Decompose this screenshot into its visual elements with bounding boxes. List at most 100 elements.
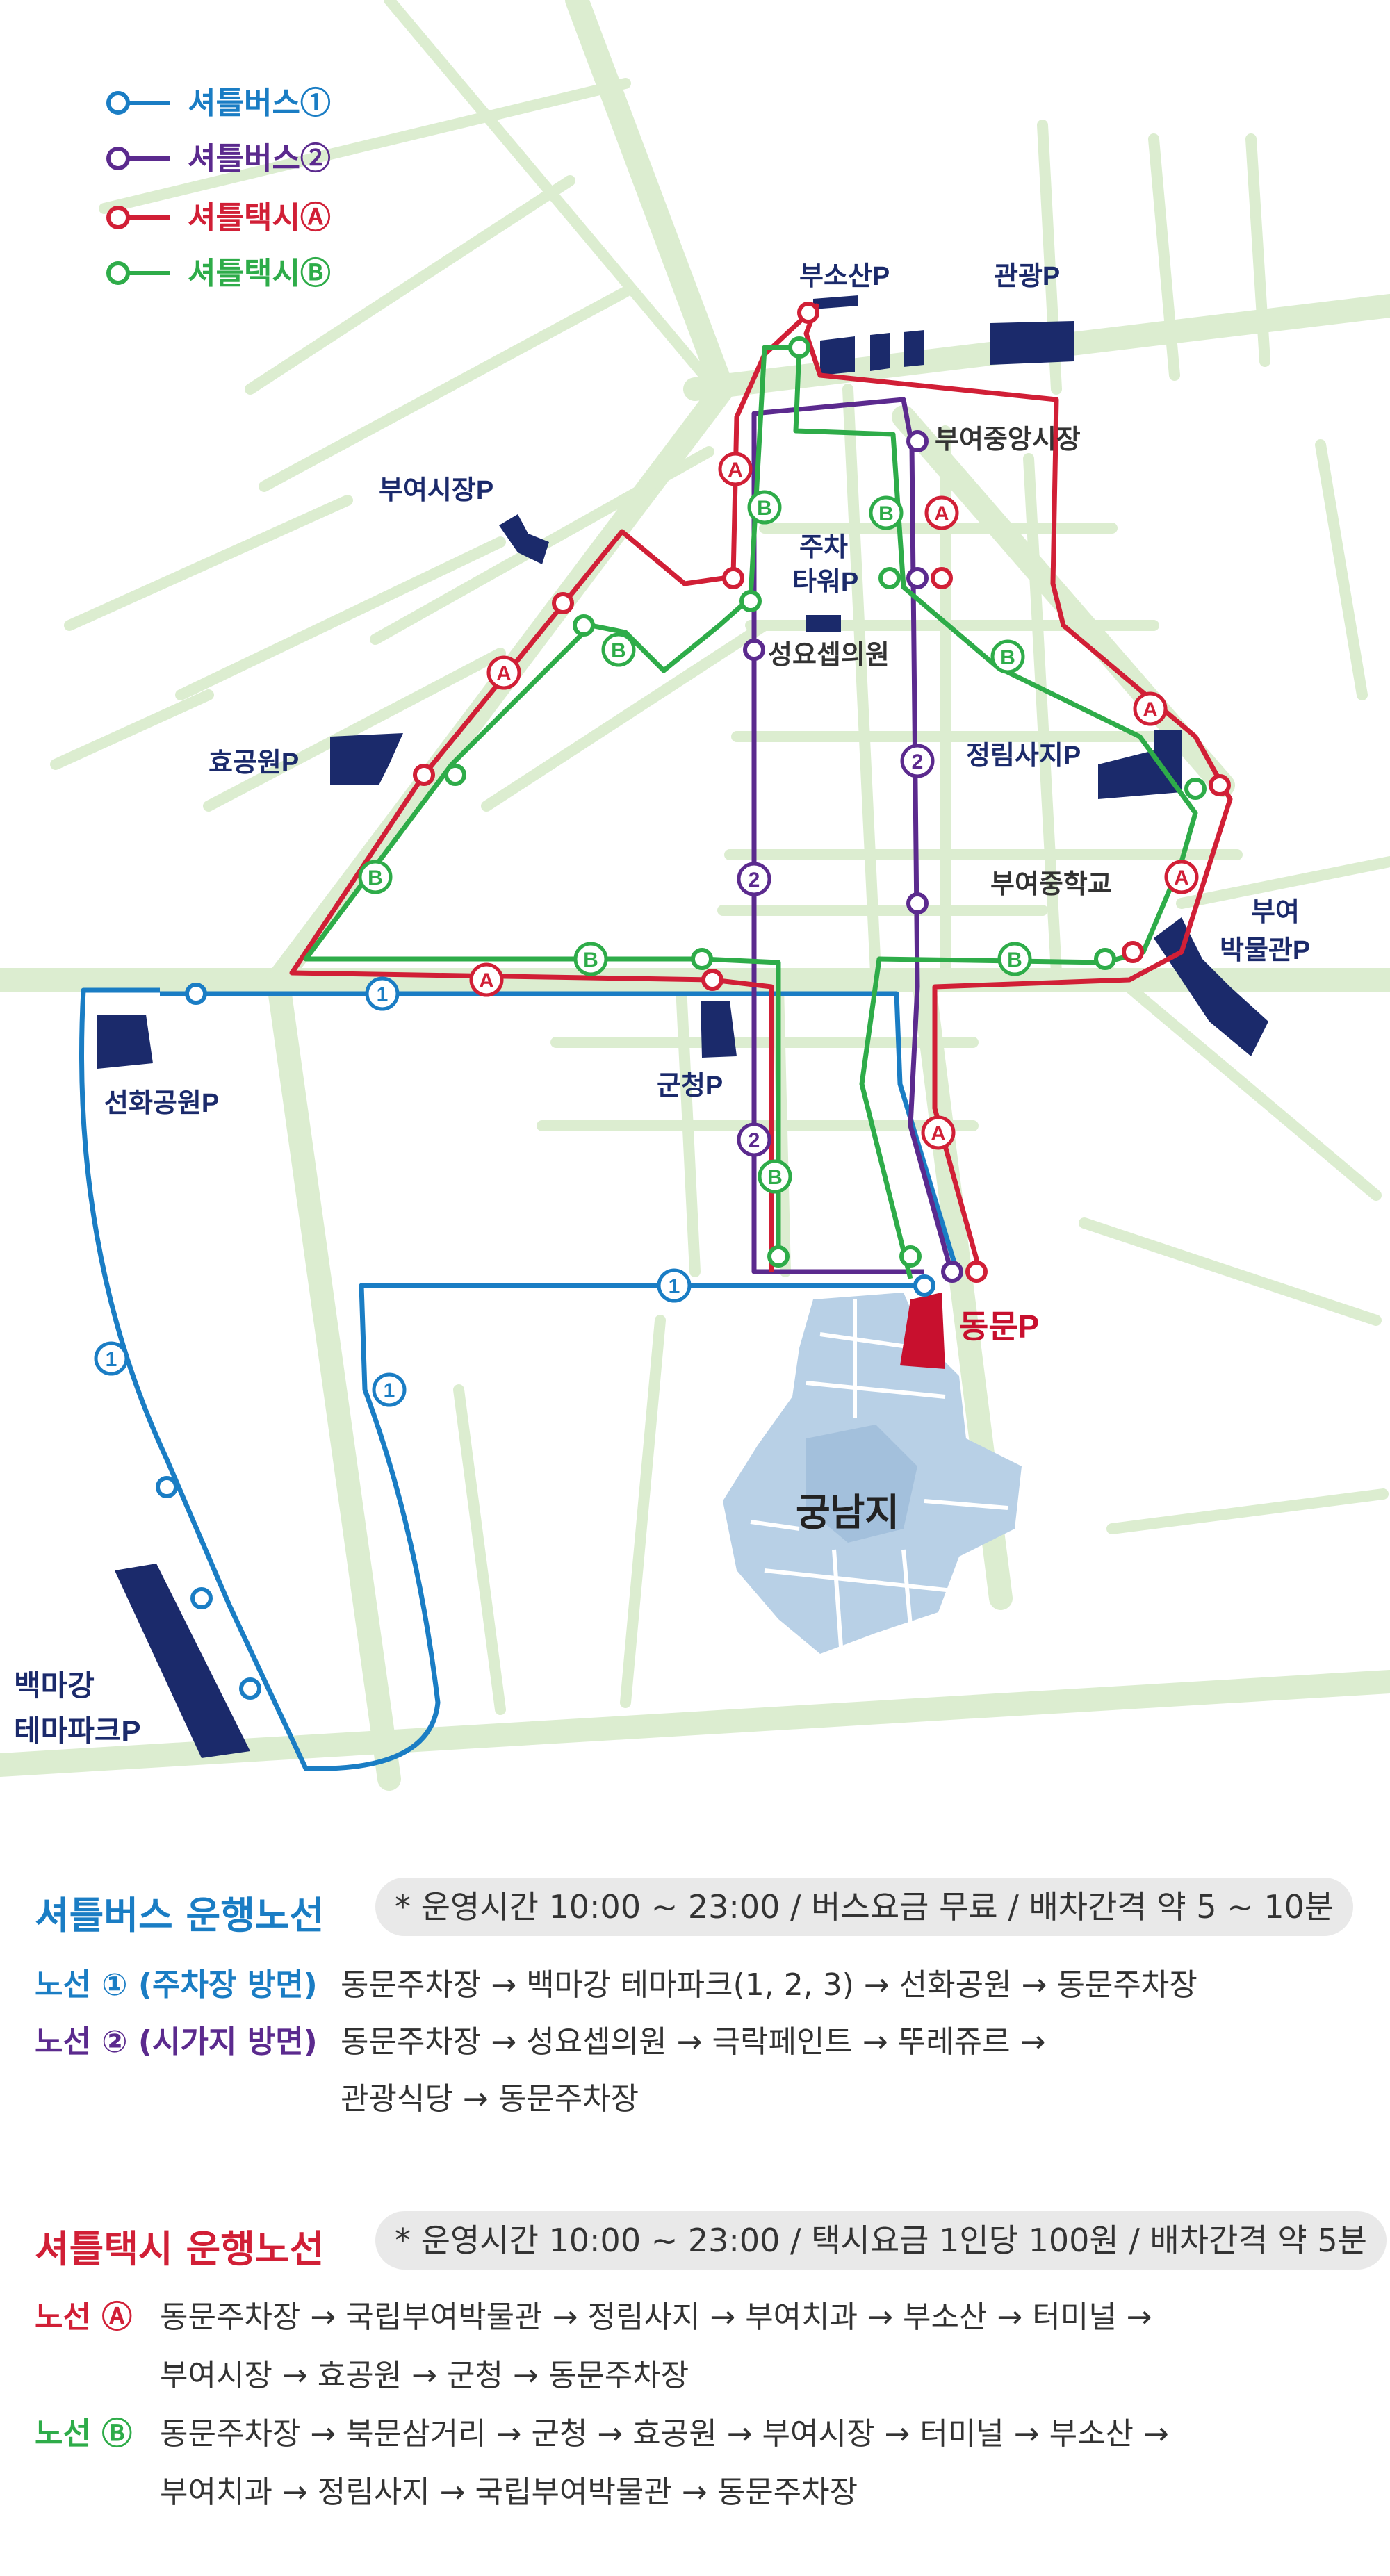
svg-text:B: B	[583, 949, 598, 971]
terminal-parking-1	[820, 336, 855, 375]
taxiA-stop	[797, 302, 819, 324]
taxi-info-section: 셔틀택시 운행노선 * 운영시간 10:00 ~ 23:00 / 택시요금 1인…	[0, 2203, 1390, 2510]
taxiA-stop	[931, 567, 953, 589]
gwangwang-parking	[990, 321, 1074, 365]
bus-route-2-label: 노선 ② (시가지 방면)	[35, 2024, 318, 2060]
taxiB-stop	[1094, 948, 1116, 970]
map-labels: 부소산P 관광P 부여중앙시장 주차 타워P 부여시장P 성요셉의원 효공원P …	[14, 262, 1310, 1747]
taxiB-stop	[767, 1245, 790, 1268]
city-hall-label: 부여시장P	[379, 476, 493, 505]
taxiB-route-badge: B	[573, 942, 608, 976]
legend-item-bus1: 셔틀버스①	[106, 86, 331, 120]
svg-text:A: A	[479, 969, 494, 992]
bus1-route-badge: 1	[372, 1372, 407, 1407]
taxiB-stop	[788, 336, 810, 359]
baekmagang-label-2: 테마파크P	[14, 1714, 141, 1747]
busosan-label: 부소산P	[799, 262, 890, 291]
terminal-parking-2	[870, 333, 890, 371]
svg-text:B: B	[878, 502, 894, 525]
baekmagang-parking	[115, 1564, 250, 1758]
bus1-route-badge: 1	[365, 976, 400, 1011]
taxi-route-b-line-1: 동문주차장 → 북문삼거리 → 군청 → 효공원 → 부여시장 → 터미널 → …	[160, 2416, 1169, 2452]
svg-text:B: B	[757, 497, 772, 520]
parking-lots	[97, 295, 1268, 1758]
legend-item-taxiA: 셔틀택시Ⓐ	[106, 201, 331, 235]
bus1-stop	[185, 983, 207, 1005]
bus2-route-badge: 2	[737, 862, 771, 896]
svg-text:B: B	[1007, 949, 1022, 971]
taxiB-route-badge: B	[990, 639, 1025, 674]
taxi-route-b-line-2: 부여치과 → 정림사지 → 국립부여박물관 → 동문주차장	[160, 2475, 858, 2510]
guncheong-label: 군청P	[657, 1072, 723, 1101]
taxiA-route-badge: A	[718, 452, 753, 486]
bus-info-section: 셔틀버스 운행노선 * 운영시간 10:00 ~ 23:00 / 버스요금 무료…	[0, 1869, 1390, 2147]
seonhwa-label: 선화공원P	[104, 1089, 219, 1118]
taxi-route-a-line-1: 동문주차장 → 국립부여박물관 → 정림사지 → 부여치과 → 부소산 → 터미…	[160, 2299, 1152, 2335]
taxiB-route-badge: B	[869, 495, 903, 530]
taxiB-stop	[878, 567, 901, 589]
taxi-route-b-label: 노선 Ⓑ	[35, 2416, 133, 2452]
taxiB-stop	[573, 614, 595, 637]
legend-label-bus1: 셔틀버스①	[188, 86, 331, 120]
taxiA-stop	[413, 764, 435, 786]
svg-text:2: 2	[749, 1129, 760, 1152]
baekmagang-label-1: 백마강	[14, 1669, 95, 1702]
taxiB-stop	[739, 590, 762, 612]
museum-label-2: 박물관P	[1220, 936, 1310, 965]
hyogongwon-parking	[330, 733, 403, 785]
taxiA-route-badge: A	[469, 962, 504, 997]
bus2-stop	[743, 639, 765, 661]
middle-school-label: 부여중학교	[990, 870, 1112, 899]
taxi-route-a-label: 노선 Ⓐ	[35, 2299, 133, 2335]
svg-text:A: A	[931, 1122, 946, 1145]
parking-tower	[806, 615, 841, 632]
taxiB-route-badge: B	[997, 942, 1032, 976]
gwangwang-label: 관광P	[994, 262, 1060, 291]
city-hall-parking	[499, 514, 549, 564]
parking-tower-label-2: 타워P	[792, 568, 858, 597]
bus-route-1-label: 노선 ① (주차장 방면)	[35, 1967, 318, 2003]
taxiB-route-badge: B	[747, 490, 782, 525]
bus1-route	[79, 987, 962, 1771]
bus1-route-badge: 1	[94, 1341, 129, 1376]
svg-text:1: 1	[384, 1379, 395, 1402]
bus-section-note: * 운영시간 10:00 ~ 23:00 / 버스요금 무료 / 배차간격 약 …	[375, 1878, 1354, 1936]
taxiA-stop	[965, 1261, 988, 1283]
museum-label-1: 부여	[1251, 898, 1300, 927]
svg-text:A: A	[934, 502, 949, 525]
seonhwa-parking	[97, 1015, 153, 1069]
legend-label-taxiA: 셔틀택시Ⓐ	[188, 201, 331, 235]
hyogongwon-label: 효공원P	[208, 748, 299, 778]
bus-route-1-line-1: 동문주차장 → 백마강 테마파크(1, 2, 3) → 선화공원 → 동문주차장	[341, 1967, 1197, 2003]
svg-text:A: A	[1143, 698, 1158, 721]
svg-text:1: 1	[669, 1275, 680, 1298]
svg-text:1: 1	[106, 1348, 117, 1371]
taxiB-stop	[899, 1245, 922, 1268]
taxiB-route-badge: B	[601, 632, 636, 667]
taxi-route-a-line-2: 부여시장 → 효공원 → 군청 → 동문주차장	[160, 2358, 689, 2393]
guncheong-parking	[701, 1001, 737, 1058]
svg-text:A: A	[728, 459, 743, 482]
taxiA-stop	[1122, 941, 1144, 963]
taxiA-stop	[701, 969, 723, 991]
taxiB-stop	[444, 764, 466, 786]
route-stops	[156, 302, 1231, 1700]
svg-text:2: 2	[912, 750, 924, 773]
taxiA-route-badge: A	[1133, 691, 1168, 726]
bus2-stop	[906, 567, 929, 589]
svg-text:A: A	[1174, 867, 1189, 889]
legend-item-bus2: 셔틀버스②	[106, 142, 331, 176]
bus2-stop	[906, 892, 929, 914]
svg-text:B: B	[767, 1166, 783, 1189]
taxiA-route-badge: A	[921, 1115, 956, 1150]
legend-label-taxiB: 셔틀택시Ⓑ	[188, 256, 331, 290]
taxiB-route-badge: B	[358, 860, 393, 894]
taxi-section-title: 셔틀택시 운행노선	[35, 2227, 325, 2271]
taxiA-route-badge: A	[486, 655, 521, 690]
dongmun-parking	[900, 1293, 945, 1369]
taxiB-stop	[1184, 778, 1207, 800]
gungnamji-pond	[723, 1293, 1022, 1654]
